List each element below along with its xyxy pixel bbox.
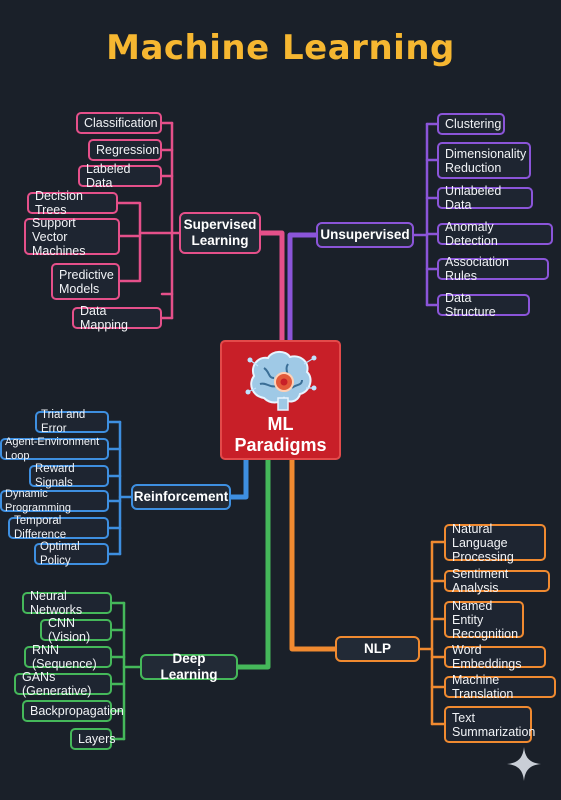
deep-learning-item-rnn-sequence: RNN (Sequence) xyxy=(24,643,112,671)
nlp-item-natural-language-processing: Natural Language Processing xyxy=(444,522,546,564)
unsupervised-item-association-rules: Association Rules xyxy=(437,255,549,283)
nlp-item-word-embeddings: Word Embeddings xyxy=(444,643,546,671)
brain-gear-icon xyxy=(245,350,317,411)
deep-learning-item-cnn-vision: CNN (Vision) xyxy=(40,616,112,644)
nlp-item-named-entity-recognition: Named Entity Recognition xyxy=(444,599,524,641)
supervised-item-predictive-models: Predictive Models xyxy=(51,263,120,300)
supervised-item-regression: Regression xyxy=(88,139,162,161)
reinforcement-item-agent-environment-loop: Agent-Environment Loop xyxy=(0,436,109,462)
hub-unsupervised: Unsupervised xyxy=(316,222,414,248)
sparkle-icon xyxy=(507,747,541,781)
trunk-deep-learning xyxy=(235,457,271,670)
supervised-item-classification: Classification xyxy=(76,112,162,134)
page-title: Machine Learning xyxy=(106,28,455,68)
unsupervised-item-data-structure: Data Structure xyxy=(437,291,530,319)
hub-deep-learning: Deep Learning xyxy=(140,651,238,682)
supervised-item-data-mapping: Data Mapping xyxy=(72,304,162,332)
deep-learning-item-gans-generative: GANs (Generative) xyxy=(14,670,112,698)
unsupervised-item-clustering: Clustering xyxy=(437,113,505,135)
trunk-supervised xyxy=(258,230,285,343)
center-label: ML Paradigms xyxy=(222,414,339,456)
hub-reinforcement: Reinforcement xyxy=(131,484,231,510)
leaf-supervised-sub2 xyxy=(118,234,142,283)
reinforcement-item-temporal-difference: Temporal Difference xyxy=(8,515,109,541)
reinforcement-item-trial-and-error: Trial and Error xyxy=(35,409,109,435)
supervised-item-support-vector-machines: Support Vector Machines xyxy=(24,216,120,258)
center-label-line2: Paradigms xyxy=(234,435,327,455)
nlp-item-text-summarization: Text Summarization xyxy=(444,706,535,743)
deep-learning-item-neural-networks: Neural Networks xyxy=(22,589,112,617)
center-label-line1: ML xyxy=(267,414,294,434)
nlp-item-sentiment-analysis: Sentiment Analysis xyxy=(444,567,550,595)
unsupervised-item-unlabeled-data: Unlabeled Data xyxy=(437,184,533,212)
center-node: ML Paradigms xyxy=(220,340,341,460)
supervised-item-decision-trees: Decision Trees xyxy=(27,189,118,217)
deep-learning-item-backpropagation: Backpropagation xyxy=(22,700,124,722)
hub-nlp: NLP xyxy=(335,636,420,662)
deep-learning-item-layers: Layers xyxy=(70,728,116,750)
reinforcement-item-reward-signals: Reward Signals xyxy=(29,463,109,489)
unsupervised-item-anomaly-detection: Anomaly Detection xyxy=(437,220,553,248)
unsupervised-item-dimensionality-reduction: Dimensionality Reduction xyxy=(437,142,531,179)
supervised-item-labeled-data: Labeled Data xyxy=(78,162,162,190)
reinforcement-item-dynamic-programming: Dynamic Programming xyxy=(0,488,109,514)
leaf-supervised-sub xyxy=(116,201,142,238)
nlp-item-machine-translation: Machine Translation xyxy=(444,673,556,701)
trunk-nlp xyxy=(289,457,338,652)
hub-supervised-learning: Supervised Learning xyxy=(179,212,261,254)
trunk-unsupervised xyxy=(287,232,319,343)
reinforcement-item-optimal-policy: Optimal Policy xyxy=(34,541,109,567)
